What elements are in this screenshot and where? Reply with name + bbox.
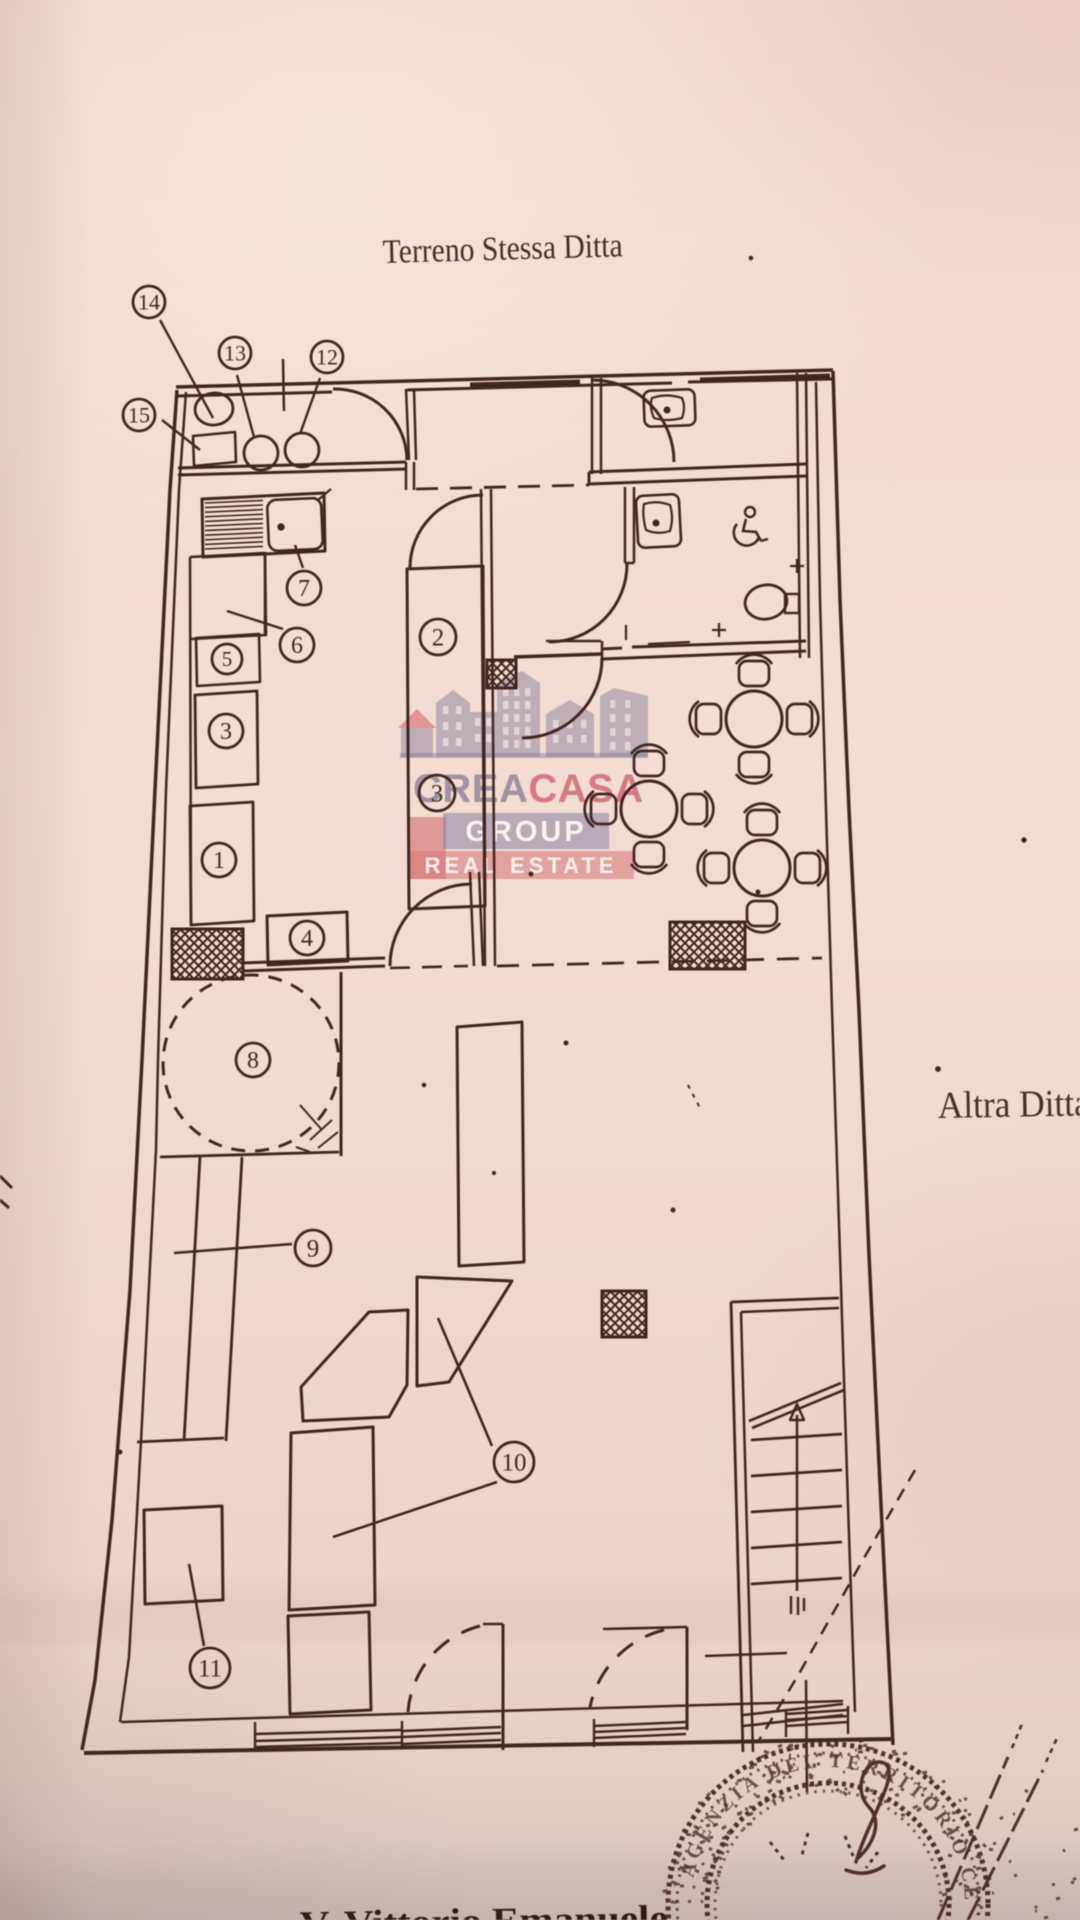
svg-text:CREACASA: CREACASA	[413, 767, 644, 811]
svg-text:5: 5	[222, 647, 233, 671]
svg-text:3: 3	[220, 719, 232, 745]
svg-text:13: 13	[224, 340, 246, 365]
svg-text:9: 9	[307, 1236, 320, 1263]
svg-text:V. Vittorio Emanuele: V. Vittorio Emanuele	[299, 1898, 668, 1920]
svg-text:11: 11	[198, 1656, 222, 1683]
svg-text:12: 12	[316, 344, 338, 369]
svg-text:7: 7	[298, 576, 310, 602]
svg-text:REAL ESTATE: REAL ESTATE	[424, 853, 617, 878]
svg-text:1: 1	[213, 848, 225, 874]
svg-text:3: 3	[431, 781, 444, 808]
svg-text:Altra Ditta: Altra Ditta	[937, 1082, 1080, 1127]
svg-text:6: 6	[291, 633, 303, 659]
svg-text:4: 4	[301, 926, 313, 952]
svg-text:Terreno Stessa Ditta: Terreno Stessa Ditta	[382, 227, 623, 271]
svg-text:14: 14	[138, 289, 160, 314]
svg-text:15: 15	[128, 402, 150, 427]
svg-text:2: 2	[432, 625, 445, 652]
svg-text:8: 8	[247, 1048, 259, 1074]
svg-text:10: 10	[502, 1450, 527, 1477]
